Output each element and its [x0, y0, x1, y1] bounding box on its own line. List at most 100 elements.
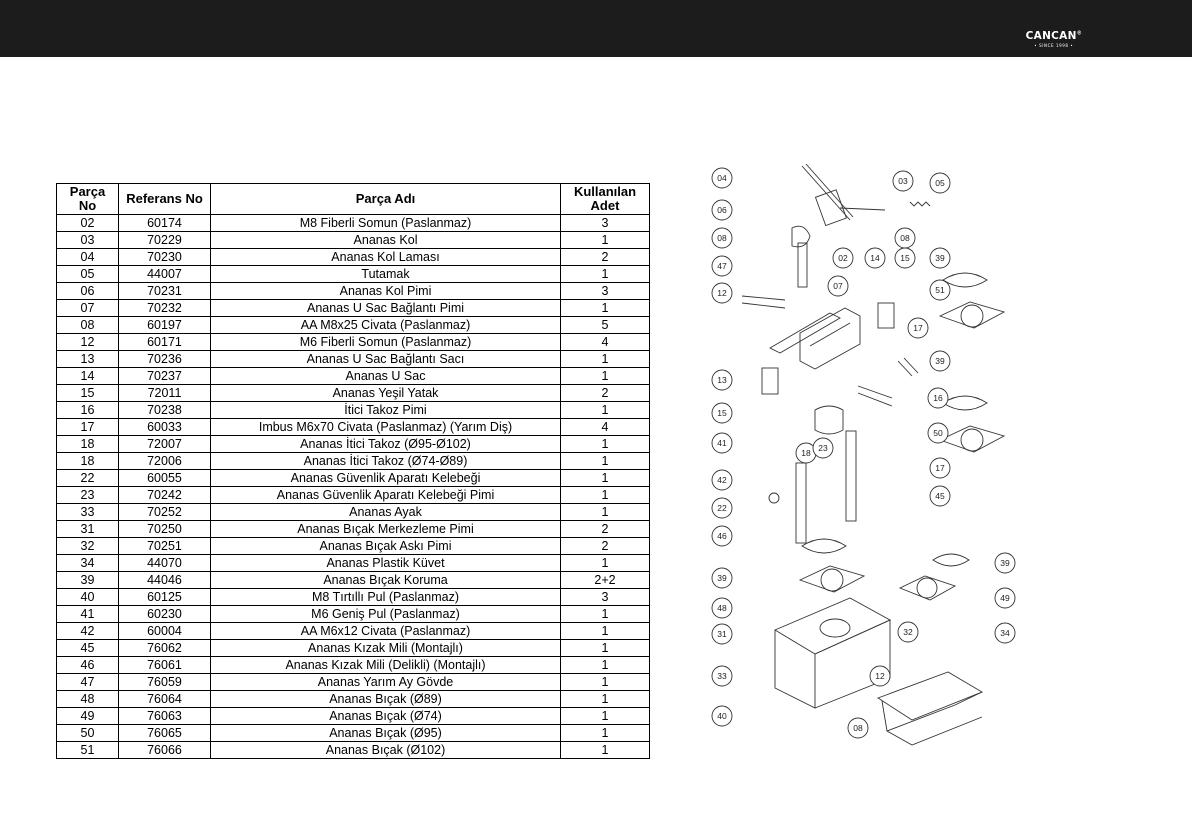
cell-quantity: 1 [560, 503, 650, 521]
callout-08: 08 [894, 227, 916, 249]
cell-part-no: 15 [56, 384, 119, 402]
cell-part-name: Ananas U Sac Bağlantı Pimi [210, 299, 561, 317]
arm-bracket [814, 189, 847, 227]
callout-label: 15 [900, 253, 910, 263]
cell-quantity: 4 [560, 418, 650, 436]
cell-reference-no: 70250 [118, 520, 211, 538]
cell-part-no: 34 [56, 554, 119, 572]
callout-04: 04 [711, 167, 733, 189]
cell-part-name: Imbus M6x70 Civata (Paslanmaz) (Yarım Di… [210, 418, 561, 436]
cell-quantity: 5 [560, 316, 650, 334]
cell-part-name: Ananas Bıçak (Ø95) [210, 724, 561, 742]
arm-bar [801, 165, 851, 221]
callout-39: 39 [711, 567, 733, 589]
handle-rod [839, 207, 886, 211]
cell-part-name: M6 Geniş Pul (Paslanmaz) [210, 605, 561, 623]
callout-51: 51 [929, 279, 951, 301]
callout-32: 32 [897, 621, 919, 643]
cell-part-name: Ananas U Sac Bağlantı Sacı [210, 350, 561, 368]
cell-part-name: Ananas Bıçak Merkezleme Pimi [210, 520, 561, 538]
blade-guard-lower [801, 538, 847, 554]
cell-part-no: 22 [56, 469, 119, 487]
callout-02: 02 [832, 247, 854, 269]
cell-part-no: 51 [56, 741, 119, 759]
callout-13: 13 [711, 369, 733, 391]
cell-reference-no: 70237 [118, 367, 211, 385]
blade-guard-top [942, 272, 988, 288]
cell-part-name: Ananas Güvenlik Aparatı Kelebeği Pimi [210, 486, 561, 504]
cell-reference-no: 76062 [118, 639, 211, 657]
cell-quantity: 4 [560, 333, 650, 351]
cell-part-name: Ananas Yarım Ay Gövde [210, 673, 561, 691]
cell-part-name: Ananas Bıçak (Ø89) [210, 690, 561, 708]
cell-quantity: 1 [560, 554, 650, 572]
callout-label: 40 [717, 711, 727, 721]
callout-39: 39 [994, 552, 1016, 574]
callout-16: 16 [927, 387, 949, 409]
cell-part-no: 47 [56, 673, 119, 691]
safety-wing [768, 492, 780, 504]
callout-15: 15 [894, 247, 916, 269]
cell-quantity: 2 [560, 248, 650, 266]
parts-table-header: Parça No Referans No Parça Adı Kullanıla… [56, 183, 650, 215]
brand-tagline: • SINCE 1998 • [1034, 42, 1074, 48]
callout-17: 17 [929, 457, 951, 479]
cell-quantity: 2+2 [560, 571, 650, 589]
cell-part-name: Ananas Güvenlik Aparatı Kelebeği [210, 469, 561, 487]
column-header-quantity: Kullanılan Adet [560, 183, 650, 215]
cell-part-no: 41 [56, 605, 119, 623]
callout-label: 05 [935, 178, 945, 188]
cell-part-no: 16 [56, 401, 119, 419]
cell-quantity: 1 [560, 707, 650, 725]
callout-17: 17 [907, 317, 929, 339]
callout-label: 17 [913, 323, 923, 333]
cell-part-no: 17 [56, 418, 119, 436]
cell-reference-no: 72011 [118, 384, 211, 402]
cell-part-name: Ananas Kızak Mili (Delikli) (Montajlı) [210, 656, 561, 674]
cell-part-no: 31 [56, 520, 119, 538]
cell-reference-no: 60033 [118, 418, 211, 436]
cell-part-no: 04 [56, 248, 119, 266]
cell-reference-no: 44007 [118, 265, 211, 283]
cell-part-no: 49 [56, 707, 119, 725]
callout-12: 12 [869, 665, 891, 687]
cell-part-name: Ananas Plastik Küvet [210, 554, 561, 572]
cell-part-no: 42 [56, 622, 119, 640]
cell-reference-no: 44046 [118, 571, 211, 589]
guide-rod-46 [795, 462, 807, 544]
callout-07: 07 [827, 275, 849, 297]
callout-label: 33 [717, 671, 727, 681]
arm-hook [791, 225, 811, 248]
cell-part-no: 33 [56, 503, 119, 521]
cell-part-name: Ananas Ayak [210, 503, 561, 521]
cell-reference-no: 70236 [118, 350, 211, 368]
cell-part-no: 05 [56, 265, 119, 283]
cell-part-name: Ananas Kol Laması [210, 248, 561, 266]
callout-label: 39 [935, 356, 945, 366]
callout-33: 33 [711, 665, 733, 687]
cell-quantity: 2 [560, 520, 650, 538]
cell-part-no: 32 [56, 537, 119, 555]
cell-part-no: 46 [56, 656, 119, 674]
cell-reference-no: 60230 [118, 605, 211, 623]
cell-reference-no: 76066 [118, 741, 211, 759]
cell-quantity: 1 [560, 401, 650, 419]
callout-31: 31 [711, 623, 733, 645]
cell-part-name: Ananas Yeşil Yatak [210, 384, 561, 402]
cell-reference-no: 70238 [118, 401, 211, 419]
callout-label: 13 [717, 375, 727, 385]
pin-12a [741, 295, 786, 301]
callout-label: 06 [717, 205, 727, 215]
cell-part-name: Tutamak [210, 265, 561, 283]
callout-label: 04 [717, 173, 727, 183]
guide-rod-45 [845, 430, 857, 522]
